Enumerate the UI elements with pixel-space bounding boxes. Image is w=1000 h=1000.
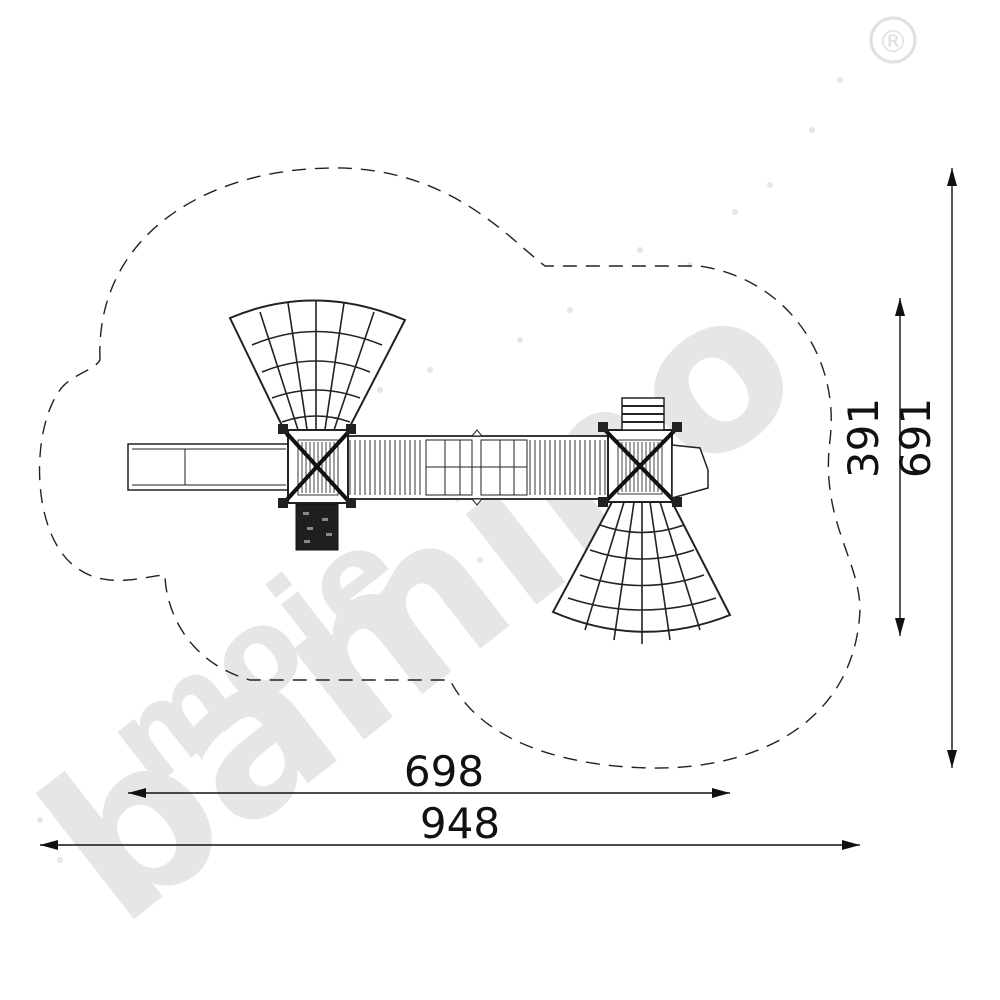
climbing-net-bottom-right [551, 501, 732, 644]
dimension-height-inner [895, 298, 905, 636]
dimension-label-948: 948 [420, 799, 500, 848]
dimension-label-698: 698 [404, 747, 484, 796]
dimension-label-391: 391 [839, 398, 888, 478]
dimension-width-outer [40, 840, 860, 850]
tower-right [598, 422, 682, 507]
bridge-deck [344, 429, 611, 506]
safety-zone-outline [38, 167, 861, 769]
slide [127, 443, 289, 491]
tower-left [278, 424, 356, 508]
dimension-width-inner [128, 788, 730, 798]
registered-circle [869, 16, 917, 64]
ladder [621, 397, 665, 431]
dimension-height-outer [947, 168, 957, 768]
climbing-net-top-left [228, 299, 407, 437]
climbing-wall-panel [295, 503, 339, 551]
tower-right-side-step [671, 444, 709, 499]
dimension-label-691: 691 [891, 398, 940, 478]
registered-mark: ® [878, 25, 908, 60]
